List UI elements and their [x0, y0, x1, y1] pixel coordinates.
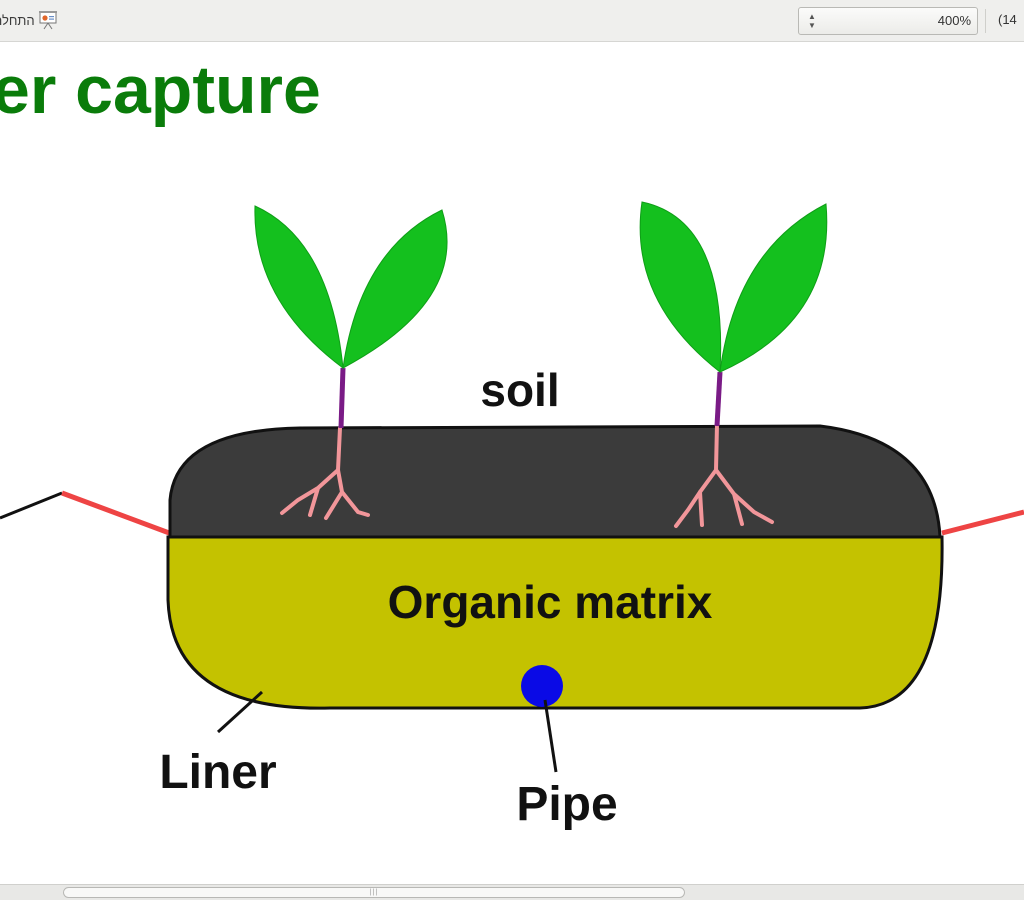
plant-right-stem — [714, 371, 723, 427]
horizontal-scrollbar[interactable]: ||| — [0, 884, 1024, 900]
slideshow-icon — [38, 11, 57, 30]
plant-right-leaf-right — [719, 203, 828, 373]
liner-label: Liner — [159, 746, 276, 799]
plant-left — [254, 205, 448, 520]
scroll-grip-icon: ||| — [369, 889, 379, 896]
plant-left-stem — [338, 367, 346, 429]
start-slideshow-label: התחלה — [0, 12, 35, 28]
liner-left-line — [0, 491, 63, 520]
start-slideshow-button[interactable]: התחלה — [0, 9, 58, 31]
pipe-label: Pipe — [516, 778, 617, 831]
liner-left-red — [61, 490, 181, 540]
plant-right-leaf-left — [639, 201, 722, 373]
liner-pointer-line — [216, 690, 264, 734]
soil-layer — [168, 424, 942, 539]
organic-matrix-layer — [166, 535, 944, 710]
plant-right — [639, 201, 828, 528]
soil-label: soil — [480, 364, 559, 416]
liner-right-red — [941, 509, 1024, 536]
plant-left-roots — [280, 426, 370, 520]
organic-matrix-label: Organic matrix — [388, 576, 713, 628]
pipe-circle — [521, 665, 563, 707]
biofilter-diagram: soil Organic matrix Liner Pipe — [0, 201, 1024, 831]
slide-title: er capture — [0, 52, 321, 128]
toolbar: התחלה ▲▼ 400% (14 — [0, 0, 1024, 42]
pipe-pointer-line — [543, 699, 558, 773]
horizontal-scrollbar-thumb[interactable]: ||| — [63, 887, 685, 898]
zoom-spinner-icon[interactable]: ▲▼ — [808, 12, 816, 30]
page-count: (14 — [998, 12, 1017, 27]
zoom-value: 400% — [937, 13, 971, 28]
toolbar-separator — [985, 9, 986, 33]
plant-right-roots — [674, 422, 774, 528]
slide-canvas: er capture soil Orga — [0, 42, 1024, 884]
plant-left-leaf-left — [254, 205, 344, 370]
zoom-field[interactable]: ▲▼ 400% — [798, 7, 978, 35]
plant-left-leaf-right — [342, 209, 448, 369]
